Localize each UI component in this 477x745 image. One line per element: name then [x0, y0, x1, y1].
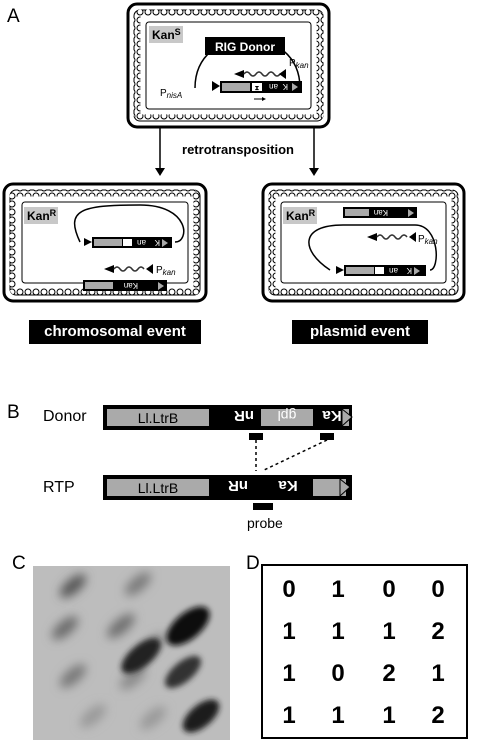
svg-text:an: an — [269, 82, 278, 91]
donor-ka-label: Ka — [322, 407, 342, 424]
panel-a-diagram: KanS RIG Donor Pkan ⧗ an K PnisA retrotr… — [2, 2, 466, 303]
matrix-cell: 1 — [431, 660, 445, 687]
matrix-cell: 1 — [331, 702, 345, 729]
plasmid-cell: KanR Kan Pkan an K — [261, 182, 466, 303]
donor-construct: Ll.LtrB nR gpl Ka — [103, 405, 353, 440]
rtp-nr-label: nR — [228, 477, 248, 494]
panel-b-diagram: Ll.LtrB nR gpl Ka Ll.LtrB nR Ka — [103, 405, 353, 510]
svg-text:K: K — [406, 266, 412, 275]
kan-r-label-left: KanR — [27, 208, 57, 223]
rig-donor-label: RIG Donor — [215, 40, 275, 54]
probe-marker — [253, 503, 273, 510]
donor-ltrb-label: Ll.LtrB — [138, 410, 178, 426]
matrix-cell: 0 — [282, 576, 296, 603]
rtp-construct: Ll.LtrB nR Ka — [103, 475, 352, 510]
matrix-cell: 0 — [431, 576, 445, 603]
matrix-cell: 2 — [431, 702, 445, 729]
svg-text:an: an — [137, 238, 146, 247]
matrix-cell: 1 — [282, 702, 296, 729]
rtp-row-label: RTP — [43, 479, 75, 496]
svg-text:an: an — [389, 266, 398, 275]
transcript-squiggle — [243, 71, 281, 77]
matrix-cell: 1 — [282, 618, 296, 645]
chromosomal-cell: KanR an K Pkan Kan — [2, 182, 208, 303]
donor-row-label: Donor — [43, 408, 87, 425]
left-arrow-head — [155, 168, 165, 176]
probe-label: probe — [247, 515, 283, 531]
matrix-cell: 1 — [331, 576, 345, 603]
donor-gpl-label: gpl — [278, 408, 297, 424]
matrix-cell: 1 — [382, 618, 396, 645]
svg-text:⧗: ⧗ — [255, 85, 260, 92]
matrix-cell: 2 — [382, 660, 396, 687]
rig-donor-box — [205, 37, 285, 55]
svg-text:K: K — [282, 82, 288, 91]
kan-s-badge — [149, 26, 183, 43]
panel-letter-c: C — [12, 553, 26, 574]
right-arrow-head — [309, 168, 319, 176]
retrotransposition-label: retrotransposition — [182, 142, 294, 157]
panel-letter-d: D — [246, 553, 260, 574]
pnisa-label: PnisA — [160, 88, 182, 100]
panel-letter-a: A — [7, 6, 20, 27]
chromosomal-event-label: chromosomal event — [29, 320, 201, 344]
svg-text:Pkan: Pkan — [418, 234, 438, 246]
plasmid-event-label: plasmid event — [292, 320, 428, 344]
matrix-cell: 1 — [282, 660, 296, 687]
kan-s-label: KanS — [152, 27, 181, 42]
donor-cell: KanS RIG Donor Pkan ⧗ an K PnisA — [126, 2, 331, 129]
matrix-cell: 0 — [331, 660, 345, 687]
panel-letter-b: B — [7, 402, 20, 423]
matrix-cell: 1 — [382, 702, 396, 729]
rtp-ka-label: Ka — [278, 477, 298, 494]
svg-text:Kan: Kan — [374, 208, 388, 217]
matrix-cell: 1 — [331, 618, 345, 645]
matrix-cell: 2 — [431, 618, 445, 645]
svg-text:Kan: Kan — [124, 281, 138, 290]
svg-text:K: K — [154, 238, 160, 247]
donor-nr-label: nR — [234, 407, 254, 424]
southern-blot-image — [33, 566, 230, 740]
matrix-cell: 0 — [382, 576, 396, 603]
rtp-ltrb-label: Ll.LtrB — [138, 480, 178, 496]
copy-number-matrix: 0 1 0 0 1 1 1 2 1 0 2 1 1 1 1 2 — [261, 564, 468, 739]
svg-text:Pkan: Pkan — [156, 265, 176, 277]
pkan-label: Pkan — [289, 58, 309, 70]
kan-r-label-right: KanR — [286, 208, 316, 223]
